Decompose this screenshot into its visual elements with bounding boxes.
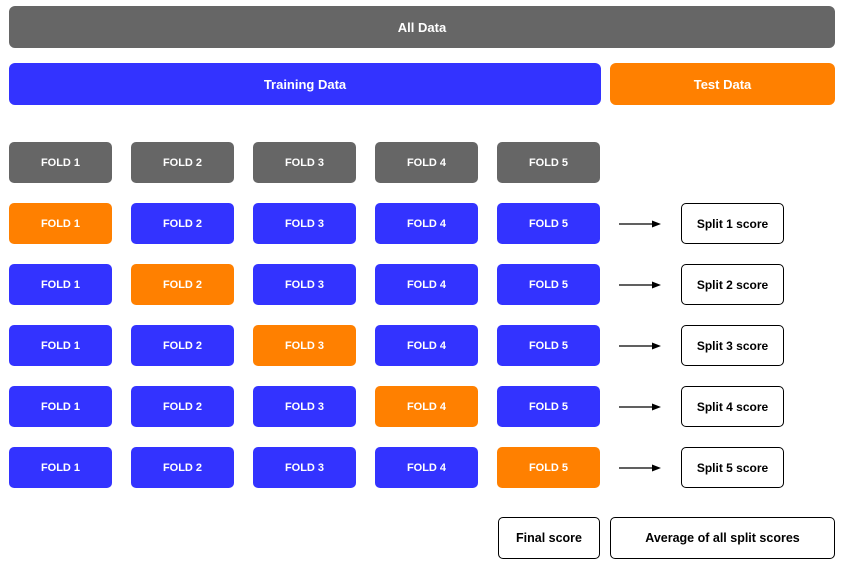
split-5-fold-3: FOLD 3 [253, 447, 356, 488]
split-1-fold-2: FOLD 2 [131, 203, 234, 244]
training-data-bar: Training Data [9, 63, 601, 105]
split-3-fold-1: FOLD 1 [9, 325, 112, 366]
split-5-fold-1: FOLD 1 [9, 447, 112, 488]
all-data-bar: All Data [9, 6, 835, 48]
average-score-box: Average of all split scores [610, 517, 835, 559]
average-score-label: Average of all split scores [645, 531, 800, 545]
split-1-fold-4: FOLD 4 [375, 203, 478, 244]
score-label: Split 2 score [696, 277, 769, 292]
split-2-score: Split 2 score [681, 264, 784, 305]
fold-label: FOLD 3 [284, 400, 325, 413]
score-label: Split 5 score [696, 460, 769, 475]
split-1-fold-5: FOLD 5 [497, 203, 600, 244]
fold-label: FOLD 3 [284, 278, 325, 291]
split-1-score: Split 1 score [681, 203, 784, 244]
fold-label: FOLD 1 [40, 400, 81, 413]
header-fold-4: FOLD 4 [375, 142, 478, 183]
split-4-score: Split 4 score [681, 386, 784, 427]
test-data-bar: Test Data [610, 63, 835, 105]
split-3-fold-4: FOLD 4 [375, 325, 478, 366]
fold-label: FOLD 2 [162, 278, 203, 291]
arrow-right-icon [619, 342, 661, 350]
fold-label: FOLD 4 [406, 156, 447, 169]
header-fold-1: FOLD 1 [9, 142, 112, 183]
header-fold-3: FOLD 3 [253, 142, 356, 183]
fold-label: FOLD 5 [528, 339, 569, 352]
fold-label: FOLD 1 [40, 156, 81, 169]
final-score-label: Final score [516, 531, 582, 545]
header-fold-5: FOLD 5 [497, 142, 600, 183]
fold-label: FOLD 5 [528, 217, 569, 230]
fold-label: FOLD 2 [162, 400, 203, 413]
fold-label: FOLD 4 [406, 217, 447, 230]
fold-label: FOLD 3 [284, 217, 325, 230]
fold-label: FOLD 4 [406, 461, 447, 474]
split-3-fold-2: FOLD 2 [131, 325, 234, 366]
split-2-fold-4: FOLD 4 [375, 264, 478, 305]
fold-label: FOLD 4 [406, 278, 447, 291]
split-4-fold-1: FOLD 1 [9, 386, 112, 427]
fold-label: FOLD 4 [406, 339, 447, 352]
fold-label: FOLD 1 [40, 217, 81, 230]
fold-label: FOLD 1 [40, 461, 81, 474]
final-score-box: Final score [498, 517, 600, 559]
fold-label: FOLD 2 [162, 156, 203, 169]
fold-label: FOLD 5 [528, 278, 569, 291]
header-fold-2: FOLD 2 [131, 142, 234, 183]
split-1-fold-1: FOLD 1 [9, 203, 112, 244]
split-3-score: Split 3 score [681, 325, 784, 366]
arrow-right-icon [619, 220, 661, 228]
fold-label: FOLD 1 [40, 278, 81, 291]
arrow-right-icon [619, 403, 661, 411]
split-2-fold-1: FOLD 1 [9, 264, 112, 305]
split-5-score: Split 5 score [681, 447, 784, 488]
split-3-fold-3: FOLD 3 [253, 325, 356, 366]
score-label: Split 3 score [696, 338, 769, 353]
arrow-right-icon [619, 464, 661, 472]
fold-label: FOLD 3 [284, 461, 325, 474]
split-5-fold-5: FOLD 5 [497, 447, 600, 488]
fold-label: FOLD 5 [528, 400, 569, 413]
split-3-fold-5: FOLD 5 [497, 325, 600, 366]
score-label: Split 1 score [696, 216, 769, 231]
split-4-fold-4: FOLD 4 [375, 386, 478, 427]
fold-label: FOLD 2 [162, 339, 203, 352]
fold-label: FOLD 5 [528, 461, 569, 474]
split-2-fold-5: FOLD 5 [497, 264, 600, 305]
split-5-fold-2: FOLD 2 [131, 447, 234, 488]
fold-label: FOLD 4 [406, 400, 447, 413]
arrow-right-icon [619, 281, 661, 289]
split-4-fold-2: FOLD 2 [131, 386, 234, 427]
all-data-label: All Data [397, 19, 447, 35]
test-data-label: Test Data [693, 76, 752, 92]
split-2-fold-2: FOLD 2 [131, 264, 234, 305]
fold-label: FOLD 5 [528, 156, 569, 169]
fold-label: FOLD 1 [40, 339, 81, 352]
fold-label: FOLD 3 [284, 339, 325, 352]
fold-label: FOLD 2 [162, 461, 203, 474]
fold-label: FOLD 3 [284, 156, 325, 169]
split-4-fold-5: FOLD 5 [497, 386, 600, 427]
training-data-label: Training Data [263, 76, 347, 92]
split-2-fold-3: FOLD 3 [253, 264, 356, 305]
score-label: Split 4 score [696, 399, 769, 414]
fold-label: FOLD 2 [162, 217, 203, 230]
split-5-fold-4: FOLD 4 [375, 447, 478, 488]
split-4-fold-3: FOLD 3 [253, 386, 356, 427]
split-1-fold-3: FOLD 3 [253, 203, 356, 244]
